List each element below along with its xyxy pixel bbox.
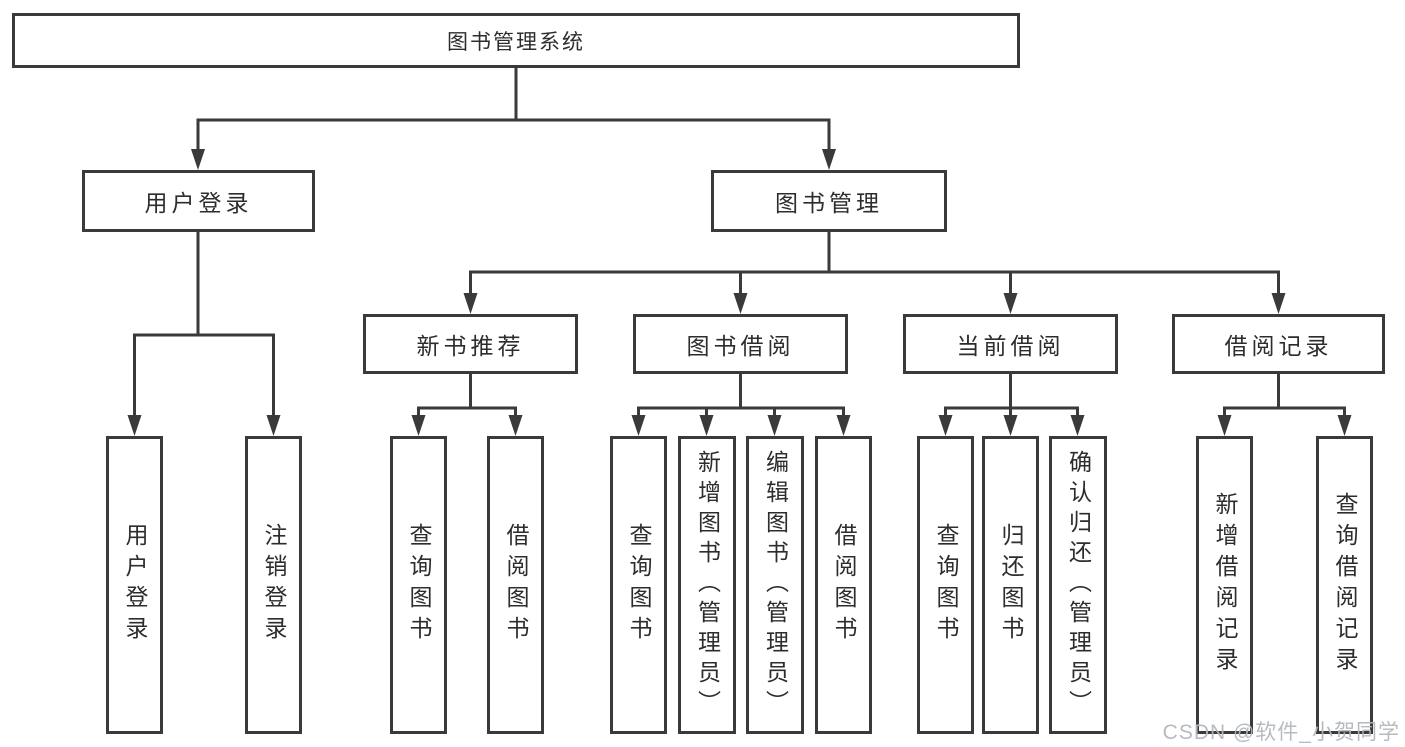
node-book-borrowing-label: 图书借阅 bbox=[686, 333, 795, 359]
arrowhead bbox=[411, 415, 426, 436]
leaf-borrow-books-borrow: 借阅图书 bbox=[815, 436, 872, 734]
arrowhead bbox=[733, 293, 748, 314]
node-new-book-recommendation: 新书推荐 bbox=[363, 314, 578, 374]
arrowhead bbox=[822, 149, 836, 170]
node-book-management-label: 图书管理 bbox=[775, 190, 883, 216]
leaf-add-borrow-record: 新增借阅记录 bbox=[1196, 436, 1253, 734]
node-user-login: 用户登录 bbox=[82, 170, 315, 232]
arrowhead bbox=[699, 415, 714, 436]
arrowhead bbox=[836, 415, 851, 436]
node-root-label: 图书管理系统 bbox=[447, 30, 585, 54]
leaf-user-login: 用户登录 bbox=[106, 436, 163, 734]
node-user-login-label: 用户登录 bbox=[144, 190, 253, 216]
arrowhead bbox=[1003, 293, 1018, 314]
leaf-add-books-admin: 新增图书（管理员） bbox=[678, 436, 736, 734]
node-new-book-recommendation-label: 新书推荐 bbox=[416, 333, 525, 359]
node-current-borrowing-label: 当前借阅 bbox=[956, 333, 1065, 359]
leaf-query-borrow-record: 查询借阅记录 bbox=[1316, 436, 1373, 734]
leaf-borrow-books-newbook: 借阅图书 bbox=[487, 436, 544, 734]
arrowhead bbox=[938, 415, 953, 436]
leaf-query-books-newbook: 查询图书 bbox=[390, 436, 447, 734]
arrowhead bbox=[767, 415, 782, 436]
arrowhead bbox=[127, 415, 142, 436]
node-book-borrowing: 图书借阅 bbox=[633, 314, 848, 374]
leaf-edit-books-admin-label: 编辑图书（管理员） bbox=[762, 450, 789, 720]
leaf-confirm-return-admin: 确认归还（管理员） bbox=[1049, 436, 1107, 734]
arrowhead bbox=[1337, 415, 1352, 436]
node-current-borrowing: 当前借阅 bbox=[903, 314, 1118, 374]
leaf-query-books-label: 查询图书 bbox=[933, 523, 959, 647]
node-book-management: 图书管理 bbox=[711, 170, 947, 232]
leaf-return-books: 归还图书 bbox=[982, 436, 1039, 734]
leaf-query-books-label: 查询图书 bbox=[626, 523, 652, 647]
node-borrowing-records: 借阅记录 bbox=[1172, 314, 1385, 374]
arrowhead bbox=[1271, 293, 1286, 314]
leaf-return-books-label: 归还图书 bbox=[998, 523, 1024, 647]
arrowhead bbox=[1003, 415, 1018, 436]
arrowhead bbox=[1070, 415, 1085, 436]
leaf-confirm-return-admin-label: 确认归还（管理员） bbox=[1065, 450, 1092, 720]
leaf-query-books-current: 查询图书 bbox=[917, 436, 974, 734]
arrowhead bbox=[508, 415, 523, 436]
arrowhead bbox=[463, 293, 478, 314]
node-root: 图书管理系统 bbox=[12, 13, 1020, 68]
leaf-user-login-label: 用户登录 bbox=[122, 523, 148, 647]
leaf-logout: 注销登录 bbox=[245, 436, 302, 734]
leaf-add-books-admin-label: 新增图书（管理员） bbox=[694, 450, 721, 720]
leaf-query-books-label: 查询图书 bbox=[406, 523, 432, 647]
arrowhead bbox=[266, 415, 281, 436]
leaf-edit-books-admin: 编辑图书（管理员） bbox=[746, 436, 804, 734]
leaf-query-borrow-record-label: 查询借阅记录 bbox=[1332, 492, 1358, 678]
arrowhead bbox=[631, 415, 646, 436]
arrowhead bbox=[191, 149, 205, 170]
leaf-add-borrow-record-label: 新增借阅记录 bbox=[1212, 492, 1238, 678]
node-borrowing-records-label: 借阅记录 bbox=[1224, 333, 1333, 359]
leaf-borrow-books-label: 借阅图书 bbox=[831, 523, 857, 647]
leaf-borrow-books-label: 借阅图书 bbox=[503, 523, 529, 647]
leaf-query-books-borrow: 查询图书 bbox=[610, 436, 667, 734]
arrowhead bbox=[1217, 415, 1232, 436]
leaf-logout-label: 注销登录 bbox=[261, 523, 287, 647]
